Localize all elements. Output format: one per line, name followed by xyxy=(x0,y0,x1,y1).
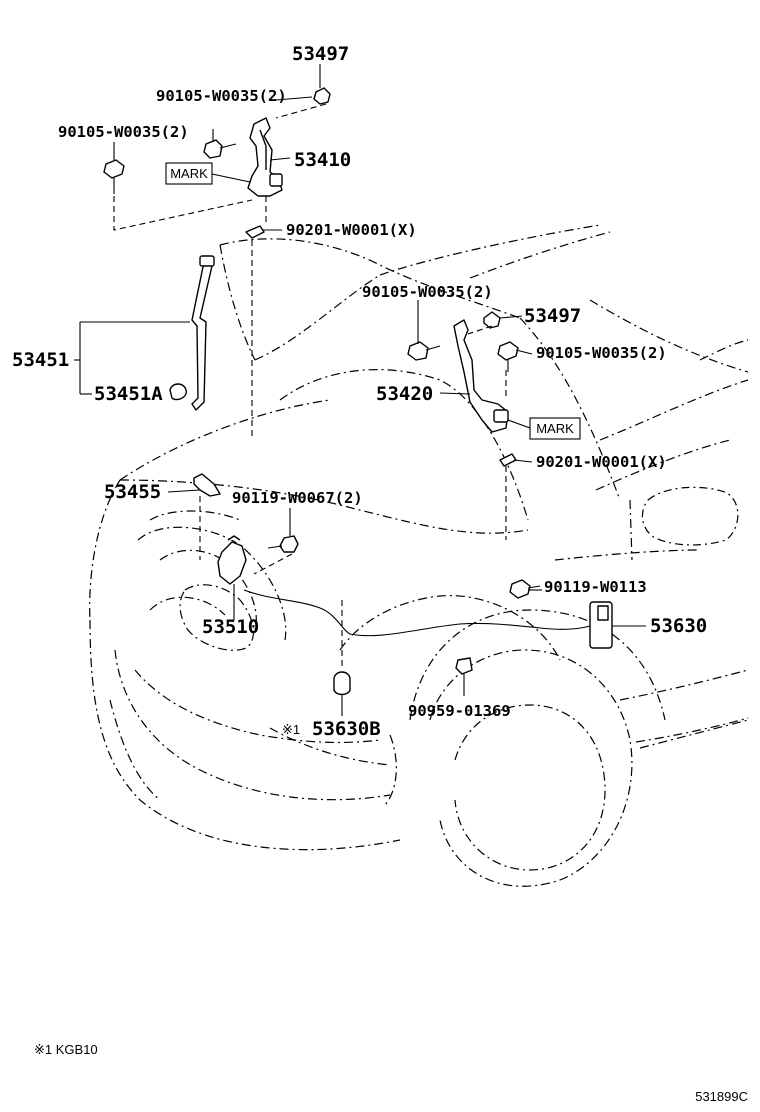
label-90105-w0035-c: 90105-W0035(2) xyxy=(362,283,493,301)
label-53630b: 53630B xyxy=(312,718,381,740)
label-53451a: 53451A xyxy=(94,383,163,405)
label-90201-w0001-right: 90201-W0001(X) xyxy=(536,453,667,471)
right-hood-hinge xyxy=(453,319,509,433)
label-53410: 53410 xyxy=(294,149,351,171)
alignment-lines xyxy=(113,103,507,670)
label-90105-w0035-a: 90105-W0035(2) xyxy=(156,87,287,105)
label-90959-01369: 90959-01369 xyxy=(408,702,511,720)
label-53497-top: 53497 xyxy=(292,43,349,65)
label-53510: 53510 xyxy=(202,616,259,638)
left-nut-icon xyxy=(313,87,331,105)
label-90119-w0113: 90119-W0113 xyxy=(544,578,647,596)
cable-bolt-icon xyxy=(509,579,542,599)
label-90119-w0067: 90119-W0067(2) xyxy=(232,489,363,507)
lock-bolt-icon xyxy=(267,535,299,553)
mark-box-right: MARK xyxy=(529,417,581,440)
label-90105-w0035-d: 90105-W0035(2) xyxy=(536,344,667,362)
left-shim-icon xyxy=(245,225,265,239)
footnote: ※1 KGB10 xyxy=(34,1042,98,1057)
label-53451: 53451 xyxy=(12,349,69,371)
label-53630: 53630 xyxy=(650,615,707,637)
right-bolt-right-icon xyxy=(497,341,519,372)
left-bolt-upper-icon xyxy=(203,139,237,159)
right-shim-icon xyxy=(499,453,517,467)
rod-holder-clip xyxy=(169,383,187,401)
left-hood-hinge xyxy=(247,117,283,197)
hood-release-cable xyxy=(243,589,613,649)
mark-box-left: MARK xyxy=(165,162,213,185)
label-90201-w0001-top: 90201-W0001(X) xyxy=(286,221,417,239)
cable-clamp-icon xyxy=(455,657,473,675)
cable-grommet-icon xyxy=(333,671,351,696)
mark-label-right: MARK xyxy=(536,421,574,436)
hood-lock xyxy=(217,535,247,585)
part-number-labels: 53497 90105-W0035(2) 90105-W0035(2) 5341… xyxy=(12,43,707,740)
hood-lock-support xyxy=(193,473,221,497)
label-53497-right: 53497 xyxy=(524,305,581,327)
note-marker-53630b: ※1 xyxy=(282,722,300,737)
right-nut-icon xyxy=(483,311,501,329)
label-53420: 53420 xyxy=(376,383,433,405)
hood-support-rod xyxy=(191,255,215,411)
label-90105-w0035-b: 90105-W0035(2) xyxy=(58,123,189,141)
mark-label-left: MARK xyxy=(170,166,208,181)
left-bolt-lower-icon xyxy=(103,159,125,194)
label-53455: 53455 xyxy=(104,481,161,503)
right-bolt-left-icon xyxy=(407,341,441,361)
car-body-outline xyxy=(89,224,749,887)
leader-lines xyxy=(74,64,646,716)
figure-code: 531899C xyxy=(695,1089,748,1104)
